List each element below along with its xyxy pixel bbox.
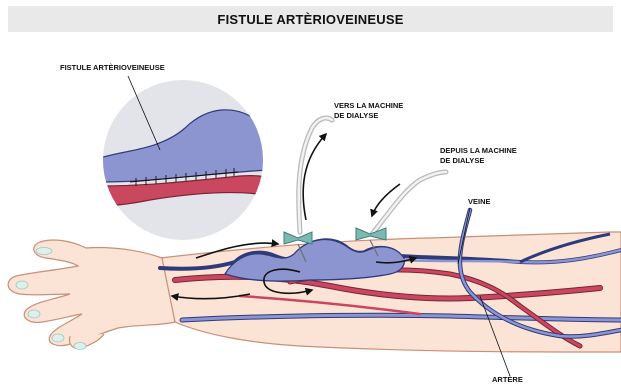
label-artery: ARTÈRE (492, 375, 523, 384)
label-from-machine-1: DEPUIS LA MACHINE (440, 146, 517, 155)
label-from-machine-2: DE DIALYSE (440, 156, 484, 165)
label-to-machine-2: DE DIALYSE (334, 111, 378, 120)
label-fistula: FISTULE ARTÈRIOVEINEUSE (60, 63, 165, 72)
fistula-magnifier (100, 80, 270, 240)
label-vein: VEINE (468, 197, 491, 206)
hand (8, 240, 175, 350)
label-to-machine-1: VERS LA MACHINE (334, 101, 403, 110)
